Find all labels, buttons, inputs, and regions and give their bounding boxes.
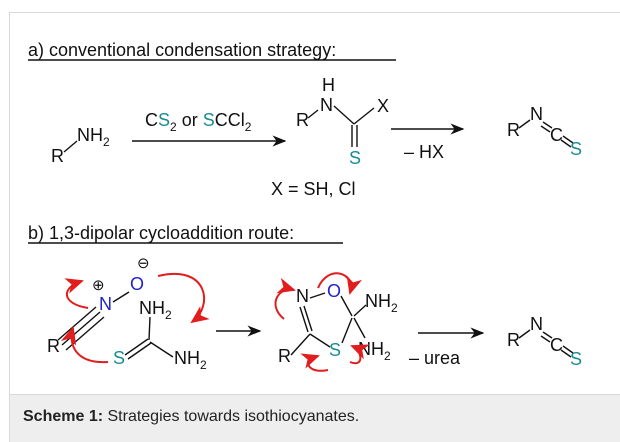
electron-arrow-1 <box>64 278 89 309</box>
svg-text:N: N <box>530 314 543 334</box>
svg-text:N: N <box>296 286 309 306</box>
svg-text:2: 2 <box>384 349 391 363</box>
svg-text:NH: NH <box>174 348 200 368</box>
svg-text:S: S <box>113 348 125 368</box>
svg-text:R: R <box>507 330 520 350</box>
thiourea: S NH 2 NH 2 <box>113 298 207 372</box>
svg-text:X: X <box>377 96 389 116</box>
electron-arrow-3 <box>60 326 109 364</box>
svg-text:NH: NH <box>358 339 384 359</box>
svg-text:H: H <box>322 75 335 95</box>
svg-text:N: N <box>530 104 543 124</box>
svg-text:C: C <box>550 335 563 355</box>
caption-label: Scheme 1: <box>23 408 104 425</box>
hx-elimination: – HX <box>404 142 444 162</box>
section-a-heading: a) conventional condensation strategy: <box>28 40 336 60</box>
urea-elimination: – urea <box>409 348 461 368</box>
svg-text:R: R <box>507 120 520 140</box>
svg-text:2: 2 <box>391 301 398 315</box>
svg-text:R: R <box>296 110 309 130</box>
electron-arrow-7 <box>349 344 370 365</box>
svg-text:S: S <box>349 148 361 168</box>
svg-text:⊕: ⊕ <box>92 277 105 294</box>
nitrile-oxide: R N ⊕ O ⊖ <box>47 255 150 356</box>
primary-amine: R NH 2 <box>51 125 110 166</box>
scheme-1-drawing: a) conventional condensation strategy: R… <box>28 40 582 372</box>
x-definition: X = SH, Cl <box>271 179 356 199</box>
svg-text:NH: NH <box>77 125 103 145</box>
scheme-caption: Scheme 1: Strategies towards isothiocyan… <box>23 408 359 426</box>
caption-text: Strategies towards isothiocyanates. <box>103 408 360 425</box>
svg-text:2: 2 <box>200 358 207 372</box>
svg-text:S: S <box>570 139 582 159</box>
isothiocyanate-product-b: R N C S <box>507 314 582 369</box>
svg-text:N: N <box>99 294 112 314</box>
svg-text:O: O <box>130 274 144 294</box>
svg-text:N: N <box>320 95 333 115</box>
thiocarbamoyl-intermediate: R N H X S <box>296 75 389 168</box>
isothiocyanate-product-a: R N C S <box>507 104 582 159</box>
electron-arrow-2 <box>157 273 210 324</box>
electron-arrow-5 <box>317 272 363 295</box>
svg-text:R: R <box>278 346 291 366</box>
svg-text:2: 2 <box>165 308 172 322</box>
svg-text:2: 2 <box>103 135 110 149</box>
oxathiazoline-cycloadduct: N O S R NH 2 NH 2 <box>278 281 398 366</box>
svg-text:⊖: ⊖ <box>137 255 150 272</box>
svg-text:R: R <box>47 336 60 356</box>
svg-text:O: O <box>327 281 341 301</box>
reagent-label: CS2 or SCCl2 <box>145 110 252 134</box>
electron-arrow-4 <box>274 277 296 320</box>
section-b-heading: b) 1,3-dipolar cycloaddition route: <box>28 223 294 243</box>
svg-text:S: S <box>329 340 341 360</box>
electron-arrow-6 <box>300 353 329 372</box>
caption-bar: Scheme 1: Strategies towards isothiocyan… <box>10 394 620 442</box>
svg-text:NH: NH <box>139 298 165 318</box>
svg-text:S: S <box>570 349 582 369</box>
svg-text:NH: NH <box>365 291 391 311</box>
svg-text:R: R <box>51 146 64 166</box>
svg-text:C: C <box>550 125 563 145</box>
